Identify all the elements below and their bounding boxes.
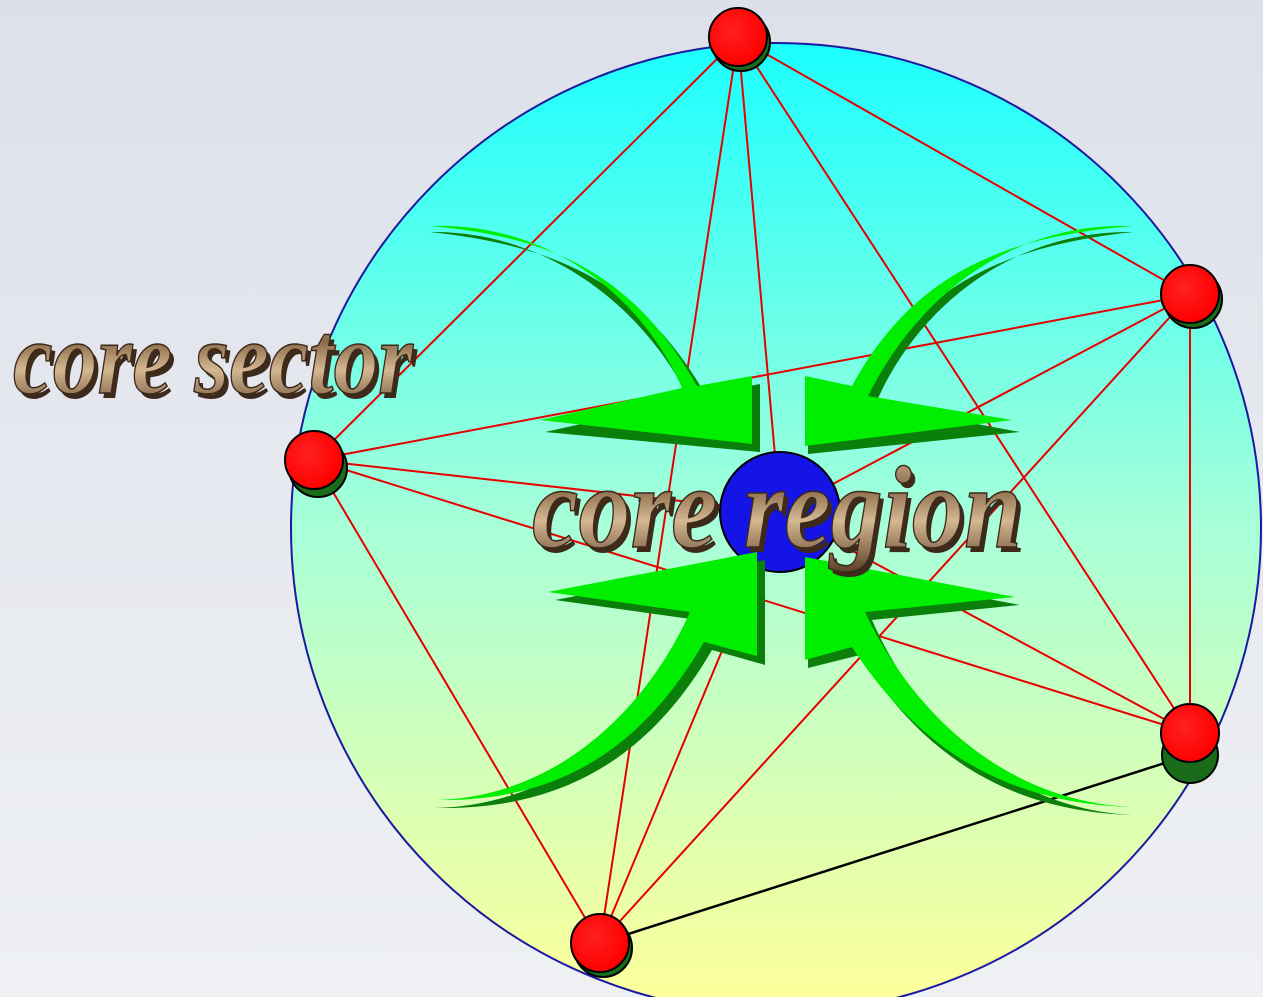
label-core-sector: core sector core sector bbox=[13, 301, 418, 421]
core-region-label: core region bbox=[532, 442, 1022, 573]
core-sector-label: core sector bbox=[13, 301, 414, 416]
node-right-lower bbox=[1161, 704, 1219, 783]
label-core-region: core region core region bbox=[532, 442, 1026, 578]
